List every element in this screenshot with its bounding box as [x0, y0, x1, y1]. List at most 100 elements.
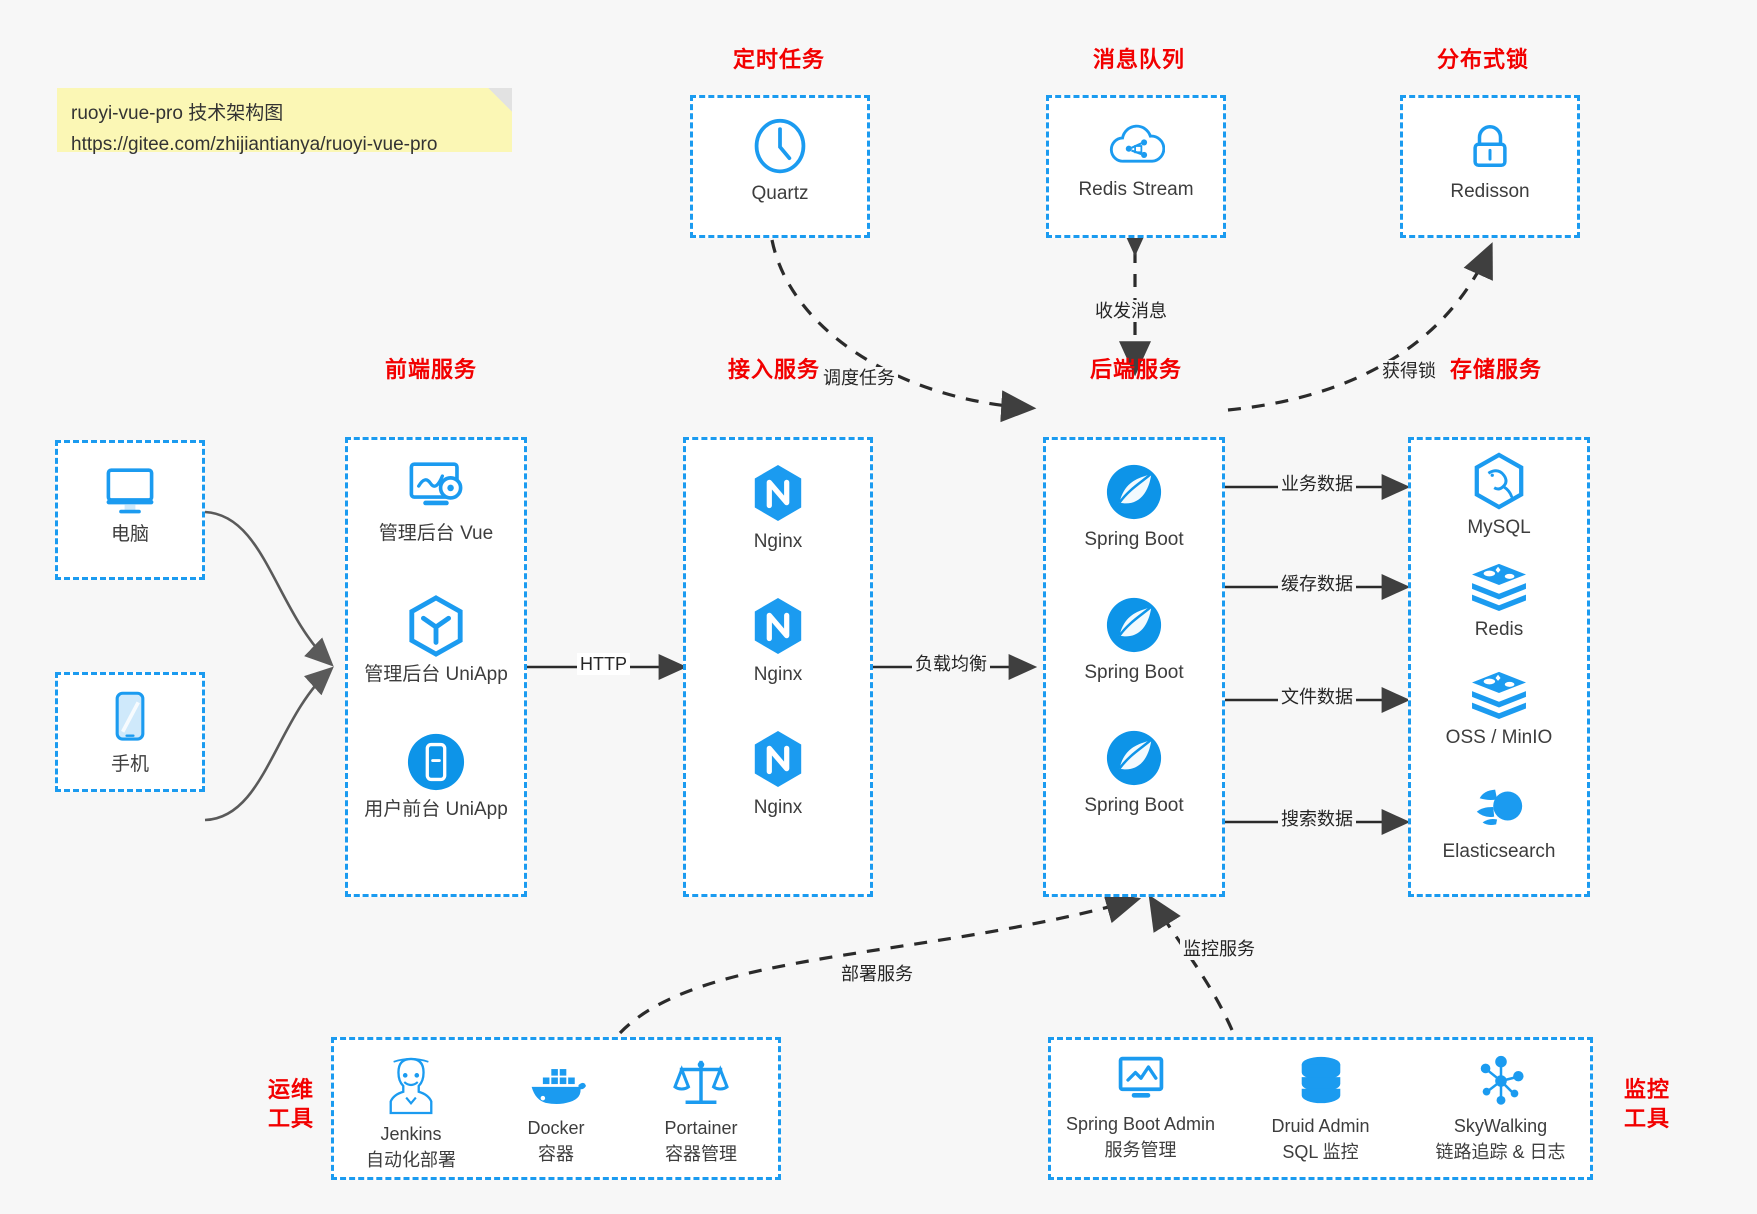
node-label: Redisson [1450, 181, 1530, 202]
spring-boot-icon [1104, 595, 1164, 660]
node-mysql[interactable]: MySQL [1411, 452, 1587, 541]
group-title-gateway: 接入服务 [728, 357, 821, 382]
node-label: 手机 [110, 754, 149, 775]
monitor-chart-icon [1113, 1054, 1169, 1111]
nginx-icon [749, 462, 807, 529]
edge-label-search-data: 搜索数据 [1278, 808, 1356, 830]
node-sublabel: 服务管理 [1104, 1140, 1177, 1160]
node-label: Spring Boot [1084, 662, 1184, 683]
group-box-storage[interactable]: MySQL Redis [1408, 437, 1590, 897]
group-box-gateway[interactable]: Nginx Nginx Nginx [683, 437, 873, 897]
group-box-frontend[interactable]: 管理后台 Vue 管理后台 UniApp 用户前台 UniApp [345, 437, 527, 897]
node-elasticsearch[interactable]: Elasticsearch [1411, 778, 1587, 865]
group-title-devops-line2: 工具 [267, 1106, 314, 1131]
node-oss-minio[interactable]: OSS / MinIO [1411, 668, 1587, 751]
docker-icon [526, 1060, 586, 1115]
node-docker[interactable]: Docker 容器 [334, 1060, 778, 1167]
node-label: Redis [1474, 619, 1524, 640]
edge-label-load-balance: 负载均衡 [912, 653, 990, 675]
node-quartz[interactable]: Quartz [693, 116, 867, 207]
spring-boot-icon [1104, 462, 1164, 527]
group-box-lock[interactable]: Redisson [1400, 95, 1580, 238]
redis-icon [1468, 560, 1530, 617]
edge-label-business-data: 业务数据 [1278, 473, 1356, 495]
node-label: 管理后台 Vue [378, 523, 494, 544]
group-title-devops-line1: 运维 [267, 1077, 314, 1102]
portainer-icon [672, 1056, 730, 1115]
group-title-monitoring: 监控 工具 [1618, 1075, 1676, 1133]
node-spring-boot-2[interactable]: Spring Boot [1046, 595, 1222, 686]
node-label: OSS / MinIO [1445, 727, 1553, 748]
group-box-monitoring[interactable]: Spring Boot Admin 服务管理 Druid Admin SQL 监… [1048, 1037, 1593, 1180]
node-label: Spring Boot [1084, 795, 1184, 816]
group-box-client-phone[interactable]: 手机 [55, 672, 205, 792]
node-redis-stream[interactable]: Redis Stream [1049, 120, 1223, 203]
edge-label-http: HTTP [577, 653, 630, 675]
group-box-backend[interactable]: Spring Boot Spring Boot Spring Boot [1043, 437, 1225, 897]
lock-icon [1462, 118, 1518, 179]
mobile-app-icon [406, 732, 466, 797]
node-nginx-1[interactable]: Nginx [686, 462, 870, 555]
oss-icon [1468, 668, 1530, 725]
group-title-frontend: 前端服务 [385, 357, 478, 382]
edge-label-acquire-lock: 获得锁 [1379, 360, 1439, 382]
node-label: Nginx [753, 797, 803, 818]
node-label: MySQL [1467, 517, 1531, 538]
group-box-mq[interactable]: Redis Stream [1046, 95, 1226, 238]
node-admin-uniapp[interactable]: 管理后台 UniApp [348, 595, 524, 688]
node-admin-vue[interactable]: 管理后台 Vue [348, 458, 524, 547]
node-label: Docker [527, 1118, 585, 1138]
skywalking-icon [1473, 1054, 1529, 1113]
group-title-lock: 分布式锁 [1437, 47, 1530, 72]
node-label: Portainer [664, 1118, 738, 1138]
group-box-devops[interactable]: Jenkins 自动化部署 Docker 容器 [331, 1037, 781, 1180]
uniapp-hex-icon [406, 595, 466, 662]
node-sublabel: 自动化部署 [366, 1150, 456, 1170]
node-label: 用户前台 UniApp [364, 799, 508, 820]
group-box-client-desktop[interactable]: 电脑 [55, 440, 205, 580]
group-title-storage: 存储服务 [1450, 357, 1543, 382]
node-label: Nginx [753, 531, 803, 552]
node-label: Jenkins [380, 1124, 442, 1144]
node-desktop[interactable]: 电脑 [58, 463, 202, 548]
node-nginx-2[interactable]: Nginx [686, 595, 870, 688]
nginx-icon [749, 595, 807, 662]
node-label: Quartz [751, 183, 809, 204]
node-label: Nginx [753, 664, 803, 685]
group-title-monitoring-line2: 工具 [1623, 1106, 1670, 1131]
elasticsearch-icon [1469, 778, 1529, 839]
edge-label-cache-data: 缓存数据 [1278, 573, 1356, 595]
node-portainer[interactable]: Portainer 容器管理 [479, 1056, 923, 1167]
dashboard-gear-icon [405, 458, 467, 521]
node-spring-boot-3[interactable]: Spring Boot [1046, 728, 1222, 819]
group-title-mq: 消息队列 [1093, 47, 1186, 72]
node-phone[interactable]: 手机 [58, 689, 202, 778]
group-box-scheduler[interactable]: Quartz [690, 95, 870, 238]
edge-label-send-receive-message: 收发消息 [1092, 300, 1170, 322]
node-label: Elasticsearch [1442, 841, 1556, 862]
node-label: 管理后台 UniApp [364, 664, 508, 685]
node-redis[interactable]: Redis [1411, 560, 1587, 643]
node-spring-boot-admin[interactable]: Spring Boot Admin 服务管理 [871, 1054, 1410, 1163]
nginx-icon [749, 728, 807, 795]
node-druid-admin[interactable]: Druid Admin SQL 监控 [1051, 1054, 1590, 1165]
node-nginx-3[interactable]: Nginx [686, 728, 870, 821]
node-jenkins[interactable]: Jenkins 自动化部署 [189, 1054, 633, 1173]
group-title-devops: 运维 工具 [262, 1075, 320, 1133]
node-redisson[interactable]: Redisson [1403, 118, 1577, 205]
node-sublabel: 容器 [538, 1144, 574, 1164]
edge-label-monitor-service: 监控服务 [1180, 938, 1258, 960]
phone-icon [108, 689, 152, 752]
group-title-backend: 后端服务 [1090, 357, 1183, 382]
diagram-note: ruoyi-vue-pro 技术架构图 https://gitee.com/zh… [57, 88, 512, 155]
node-skywalking[interactable]: SkyWalking 链路追踪 & 日志 [1231, 1054, 1757, 1165]
mysql-icon [1471, 452, 1527, 515]
node-label: Spring Boot Admin [1065, 1114, 1216, 1134]
edge-label-deploy-service: 部署服务 [838, 963, 916, 985]
node-label: Spring Boot [1084, 529, 1184, 550]
cloud-stream-icon [1107, 120, 1166, 177]
group-title-scheduler: 定时任务 [733, 47, 826, 72]
node-spring-boot-1[interactable]: Spring Boot [1046, 462, 1222, 553]
node-user-uniapp[interactable]: 用户前台 UniApp [348, 732, 524, 823]
